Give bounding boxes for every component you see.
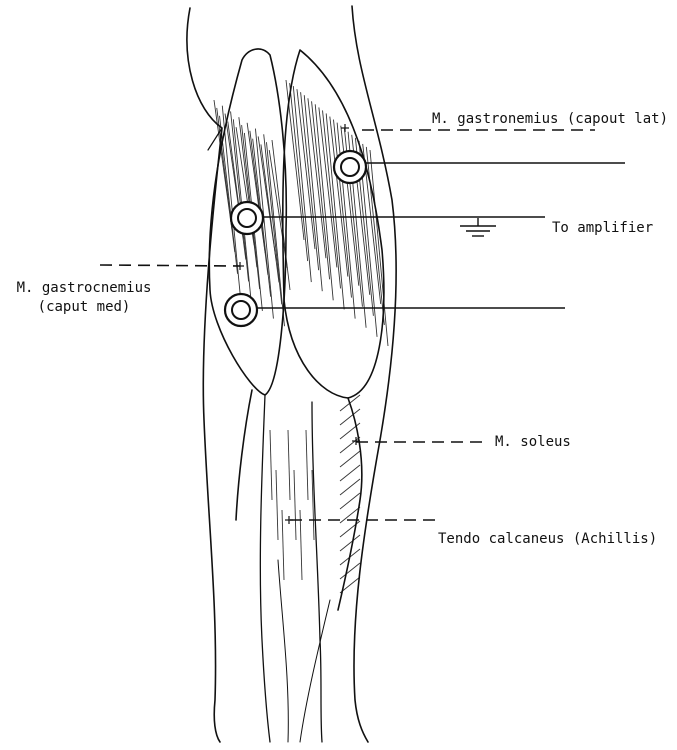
label-gastro-med-line2: (caput med) — [8, 298, 160, 316]
hatch-line — [312, 101, 330, 279]
hatch-line — [270, 430, 272, 500]
soleus-left-band — [236, 390, 252, 520]
hatch-line — [340, 563, 360, 579]
leader-gastro-med — [100, 265, 240, 266]
plus-marker-icon — [285, 516, 293, 524]
tendon-right — [312, 402, 322, 742]
label-tendo: Tendo calcaneus (Achillis) — [438, 530, 657, 548]
hatch-line — [288, 430, 290, 500]
hatch-lateral — [286, 80, 388, 346]
hatch-soleus — [340, 395, 360, 593]
ground-symbol-icon — [460, 218, 496, 236]
hatch-line — [264, 134, 282, 304]
hatch-line — [340, 437, 360, 453]
electrode-ring-icon — [334, 151, 366, 183]
lateral-head-outline — [283, 50, 384, 398]
hatch-line — [290, 83, 308, 261]
hatch-line — [340, 465, 360, 481]
hatch-line — [239, 117, 257, 267]
leg-outline-right — [352, 6, 396, 742]
hatch-line — [301, 92, 319, 270]
hatch-line — [315, 104, 333, 300]
label-soleus: M. soleus — [495, 433, 571, 451]
hatch-line — [340, 493, 360, 509]
plus-marker-icon — [341, 124, 349, 132]
electrode-ring-icon — [225, 294, 257, 326]
label-gastro-med-line1: M. gastrocnemius — [8, 279, 160, 297]
hatch-line — [340, 451, 360, 467]
hatch-line — [326, 113, 344, 309]
hatch-line — [370, 150, 388, 346]
tendon-inner-right — [300, 600, 330, 742]
hatch-line — [272, 140, 290, 290]
hatch-line — [276, 470, 278, 540]
hatch-line — [340, 521, 360, 537]
hatch-line — [333, 120, 351, 298]
label-gastro-lat: M. gastronemius (capout lat) — [432, 110, 668, 128]
hatch-line — [304, 95, 322, 291]
hatch-line — [306, 430, 308, 500]
electrode-ring-icon — [231, 202, 263, 234]
hatch-line — [282, 510, 284, 580]
hatch-tendon — [270, 430, 314, 580]
hatch-line — [340, 409, 360, 425]
hatch-line — [340, 479, 360, 495]
tendon-left — [260, 395, 270, 742]
label-to-amplifier: To amplifier — [552, 219, 653, 237]
hatch-line — [231, 111, 249, 281]
hatch-line — [323, 110, 341, 288]
hatch-line — [293, 86, 311, 282]
tendon-inner-left — [278, 560, 288, 742]
hatch-line — [294, 470, 296, 540]
hatch-line — [340, 535, 360, 551]
hatch-line — [340, 549, 360, 565]
hatch-line — [366, 147, 384, 325]
